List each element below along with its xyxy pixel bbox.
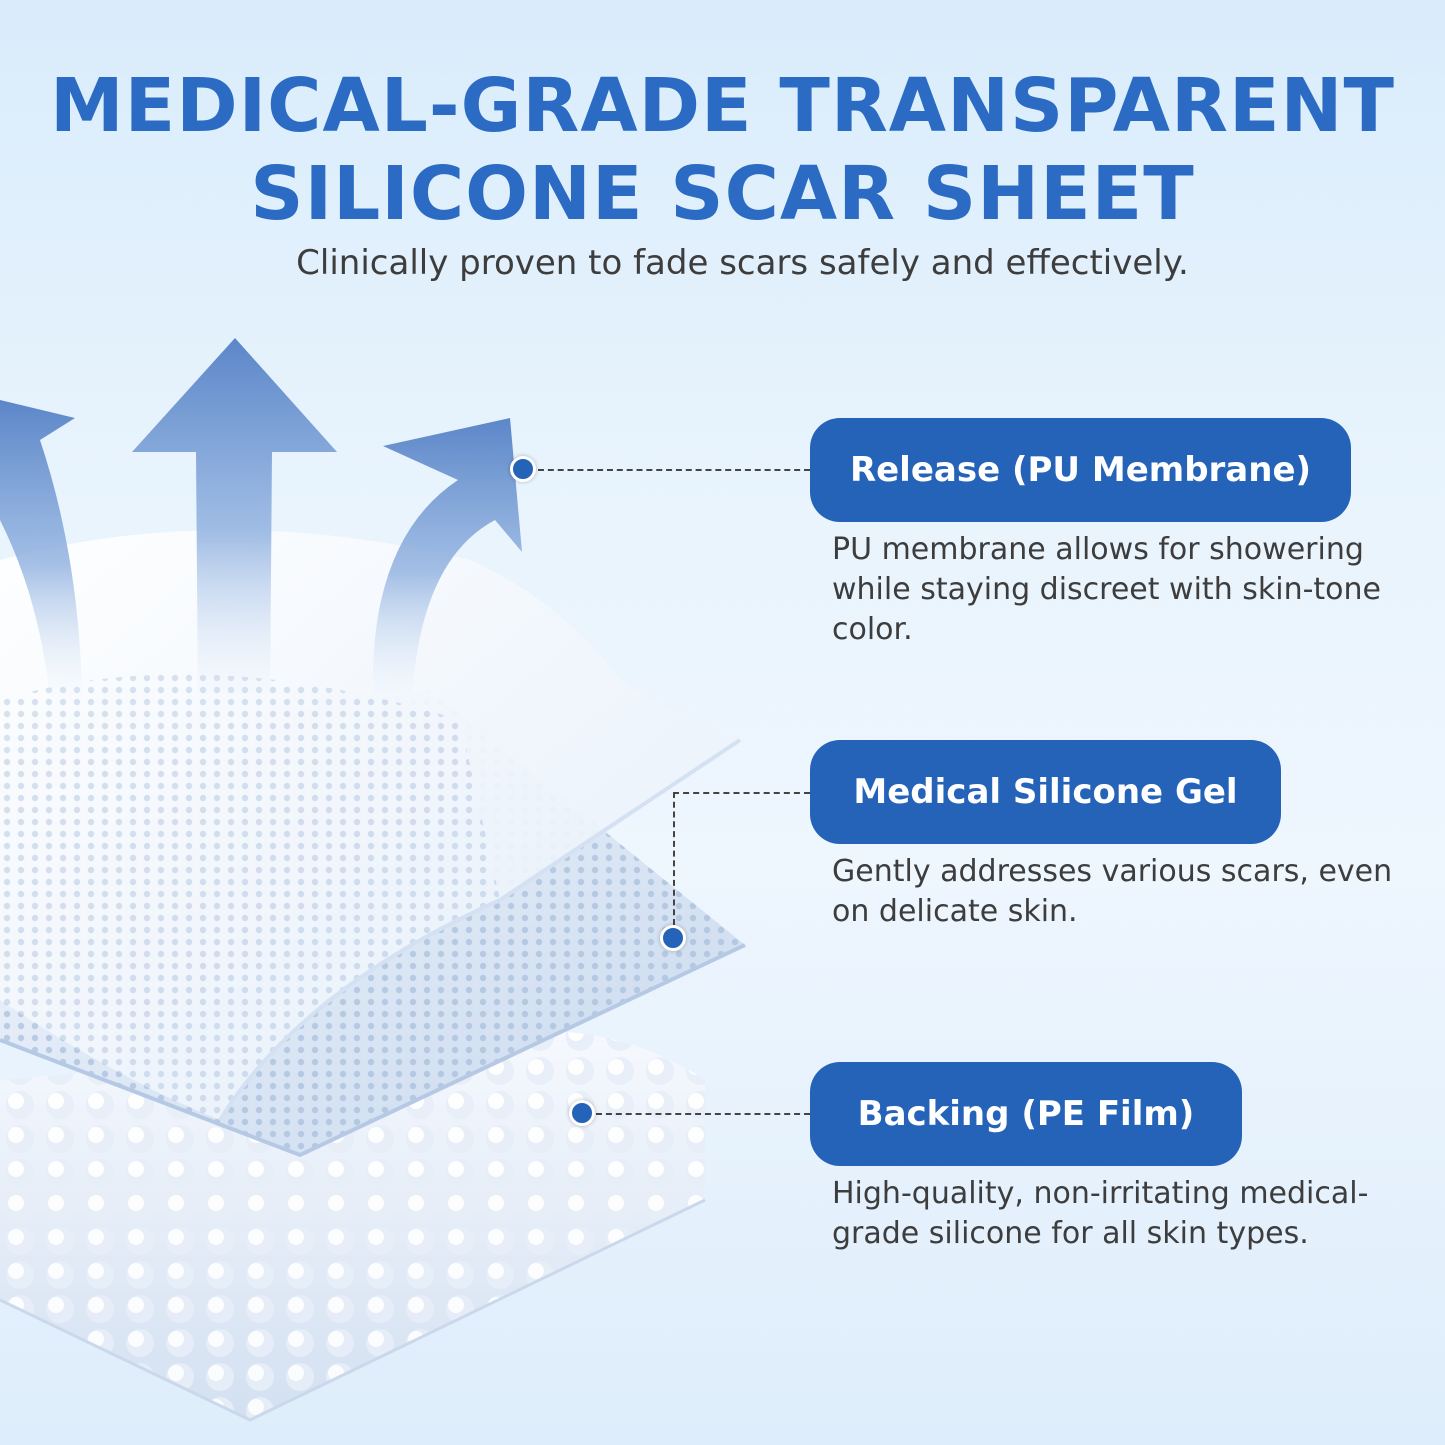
gel-layer-label: Medical Silicone Gel xyxy=(810,740,1281,844)
gel-connector-line-horizontal xyxy=(673,792,810,794)
backing-connector-line xyxy=(596,1113,810,1115)
release-layer-label: Release (PU Membrane) xyxy=(810,418,1351,522)
gel-layer-marker xyxy=(660,925,686,951)
page-subtitle: Clinically proven to fade scars safely a… xyxy=(296,243,1189,283)
title-line-1: MEDICAL-GRADE TRANSPARENT xyxy=(50,63,1395,149)
backing-layer-label-text: Backing (PE Film) xyxy=(857,1094,1195,1134)
gel-layer-description: Gently addresses various scars, even on … xyxy=(832,854,1393,929)
page-title: MEDICAL-GRADE TRANSPARENT SILICONE SCAR … xyxy=(0,62,1445,238)
backing-layer-graphic xyxy=(0,1031,706,1422)
gel-connector-line-vertical xyxy=(673,792,675,925)
title-line-2: SILICONE SCAR SHEET xyxy=(250,151,1195,237)
release-layer-description: PU membrane allows for showering while s… xyxy=(832,532,1382,647)
release-connector-line xyxy=(538,469,810,471)
release-layer-label-text: Release (PU Membrane) xyxy=(849,450,1312,490)
backing-layer-label: Backing (PE Film) xyxy=(810,1062,1242,1166)
backing-layer-marker xyxy=(569,1100,595,1126)
release-layer-marker xyxy=(510,456,536,482)
backing-layer-description: High-quality, non-irritating medical-gra… xyxy=(832,1176,1369,1251)
breathability-arrows xyxy=(0,338,522,700)
membrane-layer-graphic xyxy=(0,530,742,1122)
gel-layer-label-text: Medical Silicone Gel xyxy=(853,772,1238,812)
